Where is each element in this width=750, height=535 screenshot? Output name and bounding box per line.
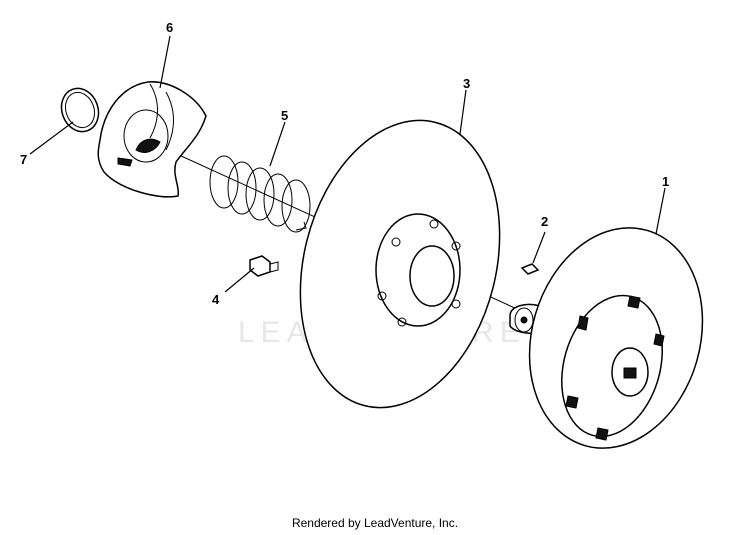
leader-line-3 [459,89,467,135]
leader-line-1 [655,187,666,235]
callout-1: 1 [662,174,669,189]
callout-4: 4 [212,292,220,307]
leader-line-5 [269,121,286,167]
footer-credit: Rendered by LeadVenture, Inc. [291,516,459,530]
callout-6: 6 [166,20,173,35]
callout-2: 2 [541,214,548,229]
leader-lines [29,35,666,293]
button-icon [249,255,279,277]
key-icon [520,263,540,275]
leader-line-6 [159,35,171,89]
leader-line-7 [29,121,74,155]
callout-5: 5 [281,108,288,123]
cam-icon [97,81,207,198]
spring-icon [209,155,311,233]
snap-ring-icon [60,87,100,133]
leader-line-2 [532,231,546,264]
movable-sheave-icon [299,119,501,409]
driven-sheave-icon [509,227,704,449]
callout-3: 3 [463,76,470,91]
callout-7: 7 [20,152,27,167]
leader-line-4 [224,267,255,293]
